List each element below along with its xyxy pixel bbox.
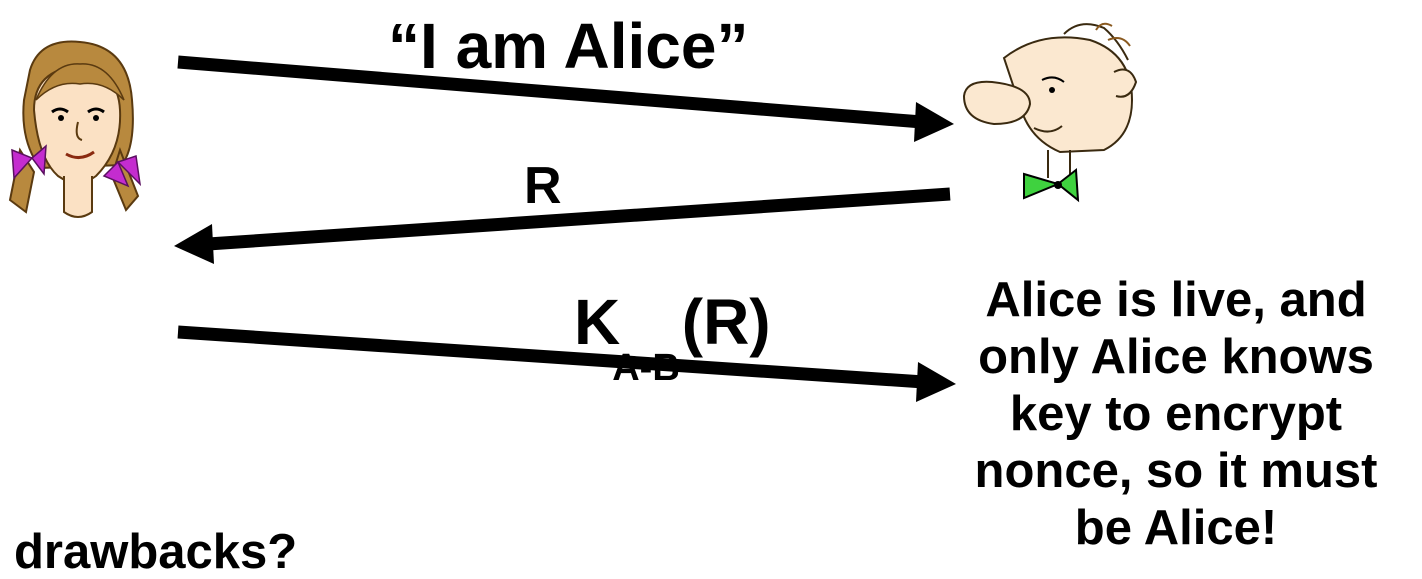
message-label-nonce: R	[524, 157, 562, 215]
conclusion-line: only Alice knows	[978, 330, 1374, 384]
conclusion-text: Alice is live, and only Alice knows key …	[956, 272, 1396, 557]
alice-cartoon-icon	[8, 40, 142, 218]
nonce-argument: (R)	[681, 286, 771, 358]
conclusion-line: nonce, so it must	[974, 444, 1378, 498]
bob-cartoon-icon	[962, 22, 1138, 203]
message-label-encrypted-nonce: KA-B(R)	[574, 290, 771, 387]
key-symbol: K	[574, 286, 621, 358]
conclusion-line: be Alice!	[1074, 501, 1278, 555]
arrow-alice-to-bob-2	[177, 325, 956, 402]
arrow-bob-to-alice	[174, 187, 951, 264]
drawbacks-question: drawbacks?	[14, 525, 298, 579]
conclusion-line: key to encrypt	[1009, 387, 1343, 441]
message-label-i-am-alice: “I am Alice”	[388, 10, 749, 82]
key-subscript: A-B	[612, 347, 680, 389]
conclusion-line: Alice is live, and	[985, 273, 1367, 327]
arrow-alice-to-bob-1	[177, 55, 954, 142]
